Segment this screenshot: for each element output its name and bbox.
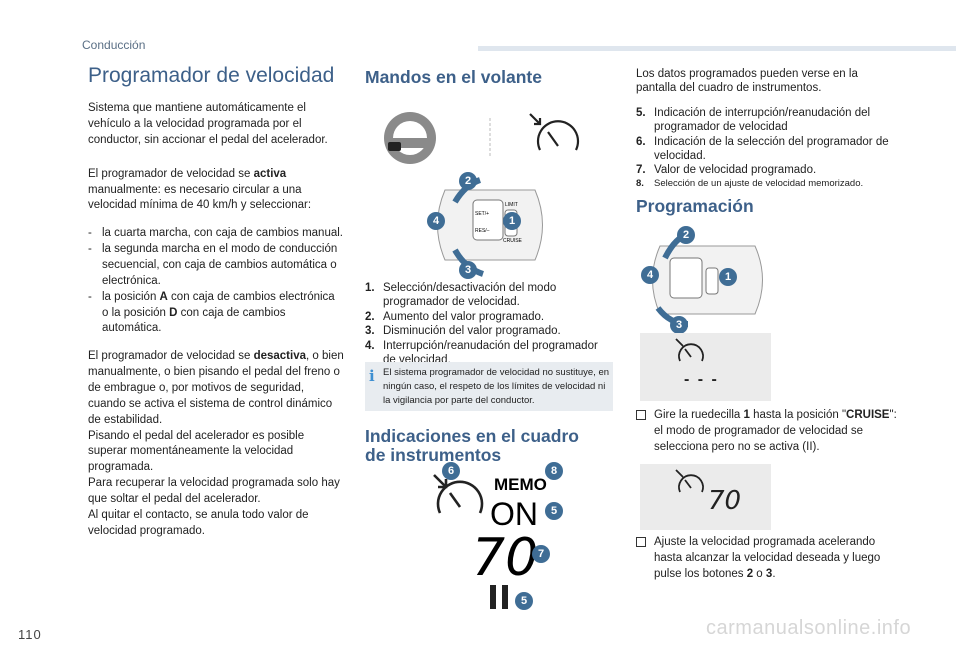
badge-1: 1 (503, 212, 521, 230)
badge-4-prog: 4 (641, 266, 659, 284)
deactivation-text: El programador de velocidad se desactiva… (88, 350, 344, 426)
section-title-indications-1: Indicaciones en el cuadro (365, 426, 579, 446)
step-2: Ajuste la velocidad programada acelerand… (636, 534, 898, 582)
display-panel-standby: - - - (640, 333, 771, 401)
set-speed-display: 70 (472, 528, 538, 588)
switch-label-limit: LIMIT (505, 202, 518, 208)
step-1: Gire la ruedecilla 1 hasta la posición "… (636, 407, 898, 455)
override-text: Pisando el pedal del acelerador es posib… (88, 429, 305, 474)
cruise-speedometer-icon (675, 338, 704, 362)
checkbox-bullet-icon (636, 537, 646, 547)
instrument-display-illustration: MEMO ON 70 (433, 474, 547, 609)
badge-1-prog: 1 (719, 268, 737, 286)
section-title-indications-2: de instrumentos (365, 445, 502, 466)
condition-item: la posición A con caja de cambios electr… (88, 290, 344, 338)
cruise-speedometer-icon (529, 113, 580, 151)
badge-2: 2 (459, 172, 477, 190)
display-panel-set-speed: 70 (640, 464, 771, 530)
header-bar (478, 46, 956, 51)
section-label: Conducción (82, 38, 146, 52)
safety-note: i El sistema programador de velocidad no… (365, 362, 613, 412)
switch-label-res: RES/– (475, 228, 490, 234)
checkbox-bullet-icon (636, 410, 646, 420)
resume-text: Para recuperar la velocidad programada s… (88, 477, 340, 505)
badge-4: 4 (427, 212, 445, 230)
switch-label-set: SET/+ (475, 211, 489, 217)
indications-legend: 5.Indicación de interrupción/reanudación… (636, 106, 898, 190)
memo-indicator: MEMO (494, 475, 547, 494)
section-title-controls: Mandos en el volante (365, 67, 542, 87)
legend-item-1: 1.Selección/desactivación del modo progr… (365, 282, 557, 309)
legend-item-3: 3.Disminución del valor programado. (365, 325, 561, 338)
page-number: 110 (18, 627, 42, 642)
legend-item-6: 6.Indicación de la selección del program… (636, 135, 889, 162)
info-icon: i (369, 367, 375, 385)
badge-8: 8 (545, 462, 563, 480)
legend-item-7: 7.Valor de velocidad programado. (636, 164, 817, 177)
section-title-programming: Programación (636, 196, 754, 216)
intro-text: Sistema que mantiene automáticamente el … (88, 102, 328, 146)
activation-text: El programador de velocidad se activa ma… (88, 167, 312, 212)
on-indicator: ON (490, 496, 538, 532)
badge-3-prog: 3 (670, 316, 688, 334)
programming-heading-wrap: Programación (636, 196, 898, 216)
switch-label-cruise: CRUISE (503, 238, 523, 244)
cruise-speedometer-icon (433, 474, 484, 514)
safety-note-text: El sistema programador de velocidad no s… (383, 367, 610, 406)
legend-item-5: 5.Indicación de interrupción/reanudación… (636, 106, 871, 134)
column-programming: Los datos programados pueden verse en la… (636, 67, 898, 190)
standby-speed-display: - - - (684, 371, 719, 388)
column-wheel-controls: Mandos en el volante (365, 67, 613, 87)
page-title: Programador de velocidad (88, 64, 335, 87)
badge-2-prog: 2 (677, 226, 695, 244)
set-speed-display-small: 70 (708, 486, 742, 516)
instrument-indications-heading: Indicaciones en el cuadro de instrumento… (365, 426, 613, 466)
condition-item: la segunda marcha en el modo de conducci… (88, 242, 344, 290)
column-cruise-control: Programador de velocidad Sistema que man… (88, 64, 344, 540)
cruise-speedometer-icon (675, 469, 704, 493)
watermark: carmanualsonline.info (706, 617, 912, 639)
condition-item: la cuarta marcha, con caja de cambios ma… (88, 226, 344, 242)
cruise-switch-illustration: SET/+ RES/– LIMIT CRUISE (437, 177, 543, 277)
badge-7: 7 (532, 545, 550, 563)
ignition-off-text: Al quitar el contacto, se anula todo val… (88, 508, 309, 537)
steering-wheel-icon (384, 112, 436, 164)
activation-conditions: la cuarta marcha, con caja de cambios ma… (88, 226, 344, 337)
steering-wheel-illustration (384, 112, 580, 164)
legend-item-8: 8.Selección de un ajuste de velocidad me… (636, 177, 864, 189)
badge-3: 3 (459, 261, 477, 279)
badge-6: 6 (442, 462, 460, 480)
display-intro-text: Los datos programados pueden verse en la… (636, 68, 858, 95)
legend-item-2: 2.Aumento del valor programado. (365, 310, 545, 323)
badge-5-bottom: 5 (515, 592, 533, 610)
badge-5: 5 (545, 502, 563, 520)
programming-switch-illustration (652, 231, 763, 327)
controls-legend: 1.Selección/desactivación del modo progr… (365, 281, 613, 367)
